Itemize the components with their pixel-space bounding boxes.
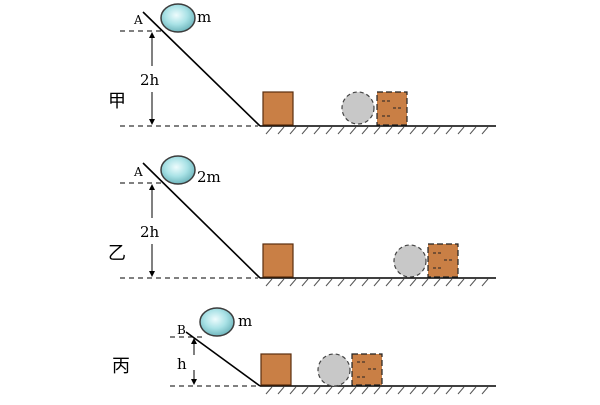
ball bbox=[160, 155, 196, 185]
point-label: A bbox=[133, 13, 143, 27]
panel-caption: 乙 bbox=[108, 243, 126, 264]
incline bbox=[142, 162, 261, 279]
ghost-block-texture bbox=[382, 100, 403, 117]
ball bbox=[160, 3, 196, 33]
block bbox=[262, 243, 294, 278]
ground-hatch bbox=[265, 126, 489, 135]
ghost-ball bbox=[341, 91, 375, 125]
point-label: B bbox=[177, 323, 186, 337]
ghost-block bbox=[351, 353, 383, 386]
ground-hatch bbox=[265, 278, 489, 287]
panel-caption: 甲 bbox=[108, 91, 126, 112]
ghost-block bbox=[376, 91, 408, 126]
height-label: h bbox=[177, 355, 187, 373]
ghost-block bbox=[427, 243, 459, 278]
block bbox=[262, 91, 294, 126]
mass-label: 2m bbox=[197, 168, 221, 186]
panel-bing: h B m 丙 bbox=[112, 307, 496, 395]
mass-label: m bbox=[238, 312, 252, 330]
height-label: 2h bbox=[140, 223, 160, 241]
incline bbox=[185, 331, 261, 387]
ground-hatch bbox=[265, 386, 489, 395]
panel-jia: 2h A m 甲 bbox=[108, 3, 496, 135]
ghost-ball bbox=[393, 244, 427, 278]
panel-caption: 丙 bbox=[112, 356, 130, 377]
incline bbox=[142, 11, 261, 127]
block bbox=[260, 353, 292, 386]
ghost-ball bbox=[317, 353, 351, 387]
ball bbox=[199, 307, 235, 337]
point-label: A bbox=[133, 165, 143, 179]
panel-yi: 2h A 2m 乙 bbox=[108, 155, 496, 287]
height-label: 2h bbox=[140, 71, 160, 89]
ghost-block-texture bbox=[433, 252, 454, 269]
mass-label: m bbox=[197, 8, 211, 26]
ghost-block-texture bbox=[357, 361, 378, 378]
